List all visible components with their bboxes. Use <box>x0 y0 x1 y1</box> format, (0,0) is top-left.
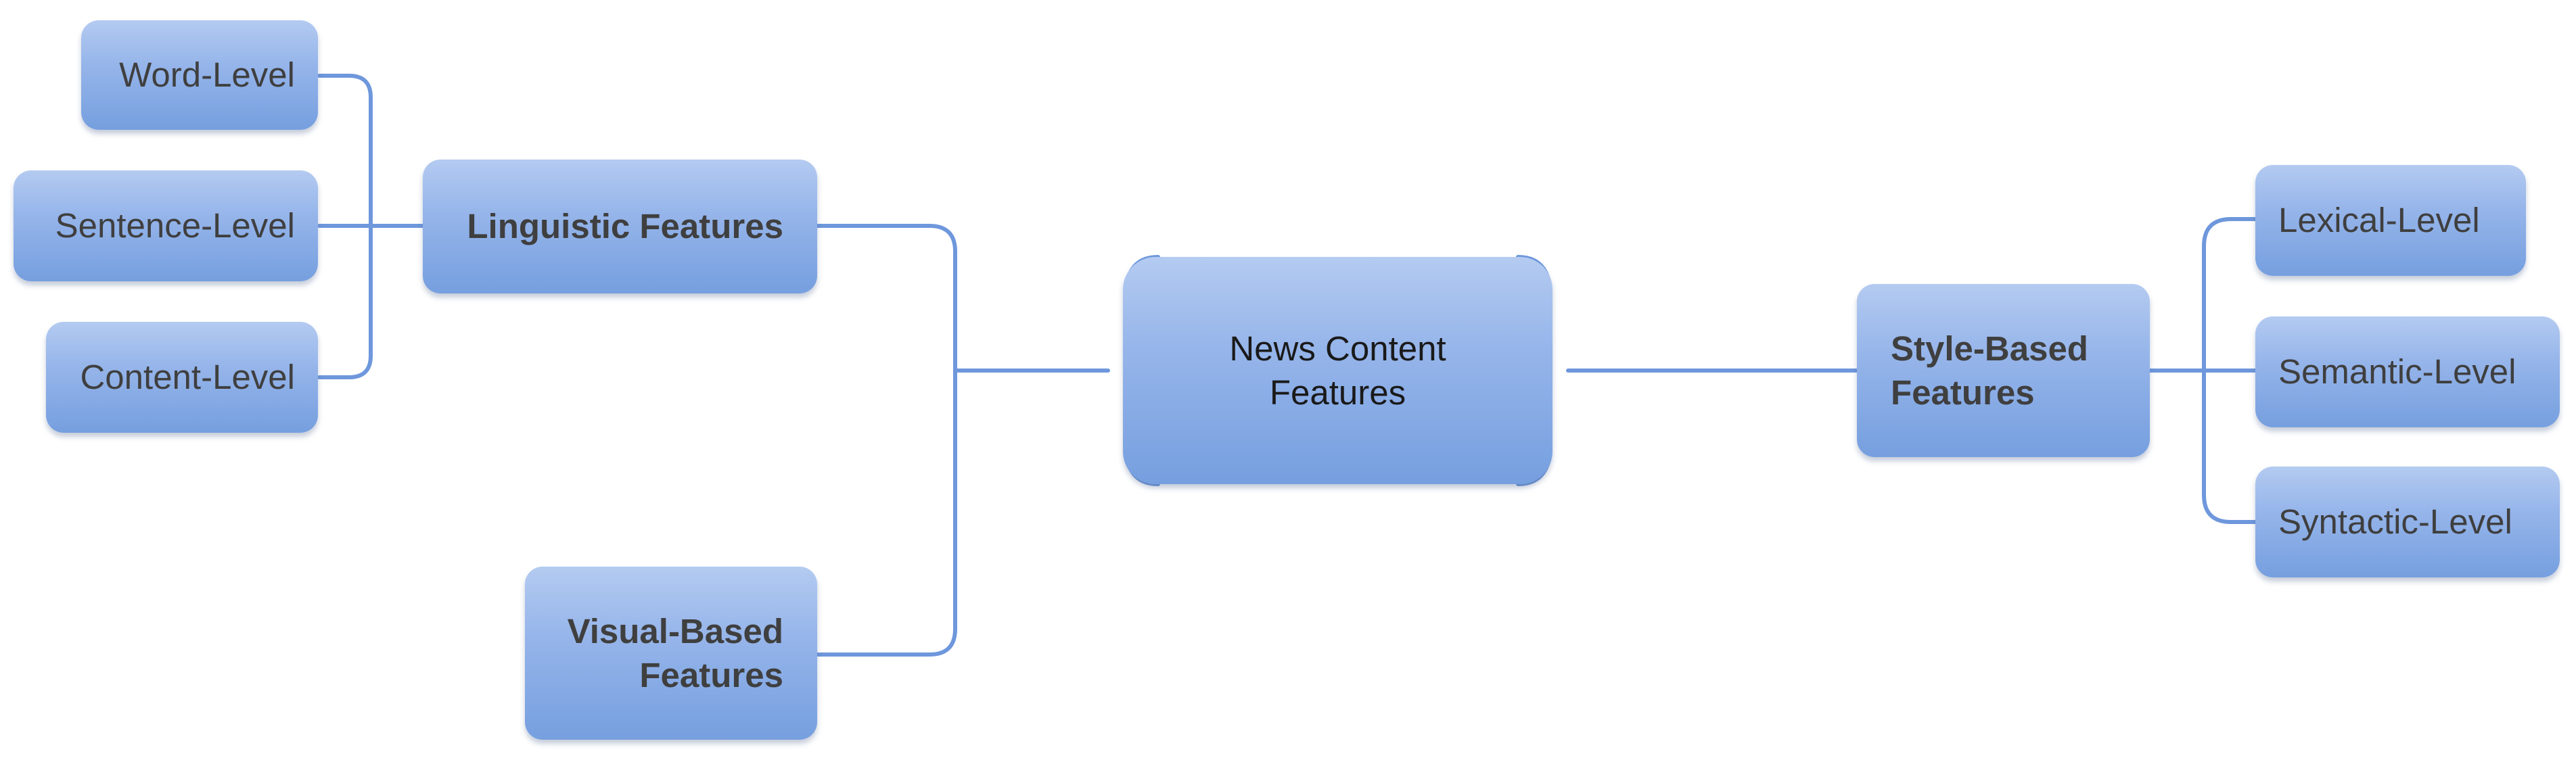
connector-visual <box>815 369 957 657</box>
node-lexical-level: Lexical-Level <box>2255 165 2526 276</box>
node-semantic-level-label: Semantic-Level <box>2278 352 2516 391</box>
connector-content-level <box>317 224 373 379</box>
node-word-level: Word-Level <box>81 20 318 130</box>
node-syntactic-level-label: Syntactic-Level <box>2278 502 2512 542</box>
node-sentence-level: Sentence-Level <box>14 170 318 281</box>
connector-syntactic-level <box>2202 369 2257 524</box>
node-lexical-level-label: Lexical-Level <box>2278 201 2480 240</box>
node-style-based-features-label: Style-Based Features <box>1891 329 2088 412</box>
node-linguistic-features-label: Linguistic Features <box>467 207 783 246</box>
node-syntactic-level: Syntactic-Level <box>2255 467 2560 577</box>
connector-lexical-level <box>2202 217 2257 373</box>
node-linguistic-features: Linguistic Features <box>423 160 817 293</box>
node-sentence-level-label: Sentence-Level <box>55 206 295 245</box>
node-visual-based-features: Visual-Based Features <box>525 567 817 740</box>
node-content-level-label: Content-Level <box>80 358 295 397</box>
node-news-content-features-label: News Content Features <box>1229 329 1446 412</box>
node-news-content-features: News Content Features <box>1123 257 1552 484</box>
node-content-level: Content-Level <box>46 322 318 433</box>
node-style-based-features: Style-Based Features <box>1857 284 2150 457</box>
node-word-level-label: Word-Level <box>119 55 295 95</box>
node-semantic-level: Semantic-Level <box>2255 316 2560 427</box>
node-visual-based-features-label: Visual-Based Features <box>567 611 783 694</box>
connector-linguistic <box>815 224 957 373</box>
connector-word-level <box>317 74 373 228</box>
